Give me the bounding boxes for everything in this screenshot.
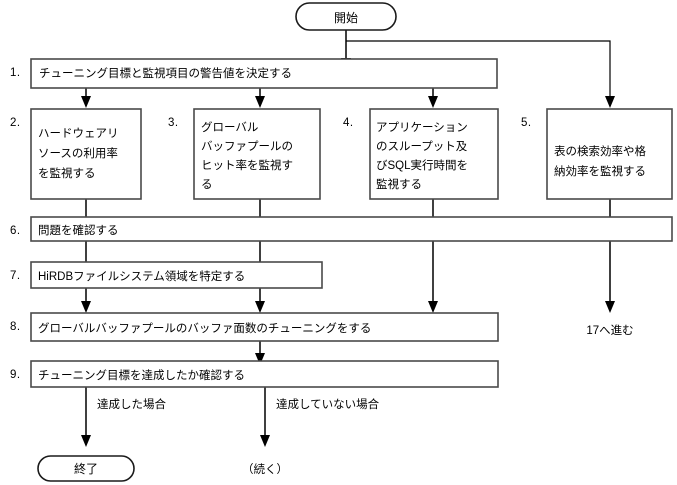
terminator-continue-label: （続く） [242, 462, 288, 476]
terminator-end: 終了 [37, 455, 135, 482]
goto-17-label: 17へ進む [586, 324, 633, 337]
step-2-line-2: ソースの利用率 [38, 146, 118, 160]
step-7: 7. HiRDBファイルシステム領域を特定する [10, 261, 323, 289]
step-2: 2. ハードウェアリ ソースの利用率 を監視する [10, 108, 142, 200]
connector-start-branch-to-step5 [346, 40, 615, 108]
step-8-number: 8. [10, 321, 21, 333]
step-7-line-1: HiRDBファイルシステム領域を特定する [38, 269, 245, 283]
connector-step6-to-step8-right [428, 241, 438, 313]
step-8: 8. グローバルバッファプールのバッファ面数のチューニングをする [10, 312, 499, 342]
step-3-line-3: ヒット率を監視す [201, 158, 293, 172]
step-4-line-1: アプリケーション [376, 121, 468, 134]
step-3-line-2: バッファプールの [201, 140, 293, 153]
step-2-number: 2. [10, 117, 21, 129]
step-5-number: 5. [521, 117, 532, 129]
step-6-line-1: 問題を確認する [38, 223, 119, 237]
step-3-line-4: る [201, 179, 213, 191]
step-6-number: 6. [10, 225, 21, 237]
connector-step1-to-step4 [428, 88, 438, 108]
step-3: 3. グローバル バッファプールの ヒット率を監視す る [168, 108, 321, 200]
connector-step9-to-end [81, 387, 91, 447]
step-5: 5. 表の検索効率や格 納効率を監視する [521, 108, 673, 200]
step-1-number: 1. [10, 67, 21, 79]
step-1-line-1: チューニング目標と監視項目の警告値を決定する [39, 66, 292, 80]
step-7-number: 7. [10, 270, 21, 282]
step-3-number: 3. [168, 117, 179, 129]
terminator-end-label: 終了 [74, 461, 98, 476]
step-5-line-2: 納効率を監視する [554, 164, 646, 178]
connector-step6-to-goto17 [605, 241, 615, 313]
step-9-line-1: チューニング目標を達成したか確認する [38, 368, 245, 382]
connector-step7-to-step8-mid [255, 288, 265, 313]
step-6: 6. 問題を確認する [10, 216, 673, 242]
step-8-line-1: グローバルバッファプールのバッファ面数のチューニングをする [38, 321, 371, 335]
connector-step1-to-step2 [81, 88, 91, 108]
step-2-line-3: を監視する [38, 166, 96, 180]
step-1: 1. チューニング目標と監視項目の警告値を決定する [10, 58, 498, 89]
connector-step9-to-continue [260, 387, 270, 447]
step-4-line-4: 監視する [376, 177, 422, 191]
step-3-line-1: グローバル [201, 120, 258, 134]
step-9: 9. チューニング目標を達成したか確認する [10, 360, 499, 388]
step-5-line-1: 表の検索効率や格 [554, 144, 646, 158]
edge-label-achieved: 達成した場合 [97, 397, 166, 411]
step-4-line-2: のスループット及 [376, 140, 468, 153]
connector-step8-to-step9 [255, 341, 265, 365]
terminator-start-label: 開始 [334, 11, 358, 25]
step-9-number: 9. [10, 369, 21, 381]
step-2-line-1: ハードウェアリ [38, 127, 119, 140]
connector-step1-to-step3 [255, 88, 265, 108]
terminator-start: 開始 [295, 2, 397, 31]
edge-label-not-achieved: 達成していない場合 [276, 397, 380, 411]
step-4-number: 4. [343, 117, 354, 129]
step-4-line-3: びSQL実行時間を [376, 158, 468, 172]
connector-step7-to-step8-left [81, 288, 91, 313]
step-4: 4. アプリケーション のスループット及 びSQL実行時間を 監視する [343, 108, 499, 200]
